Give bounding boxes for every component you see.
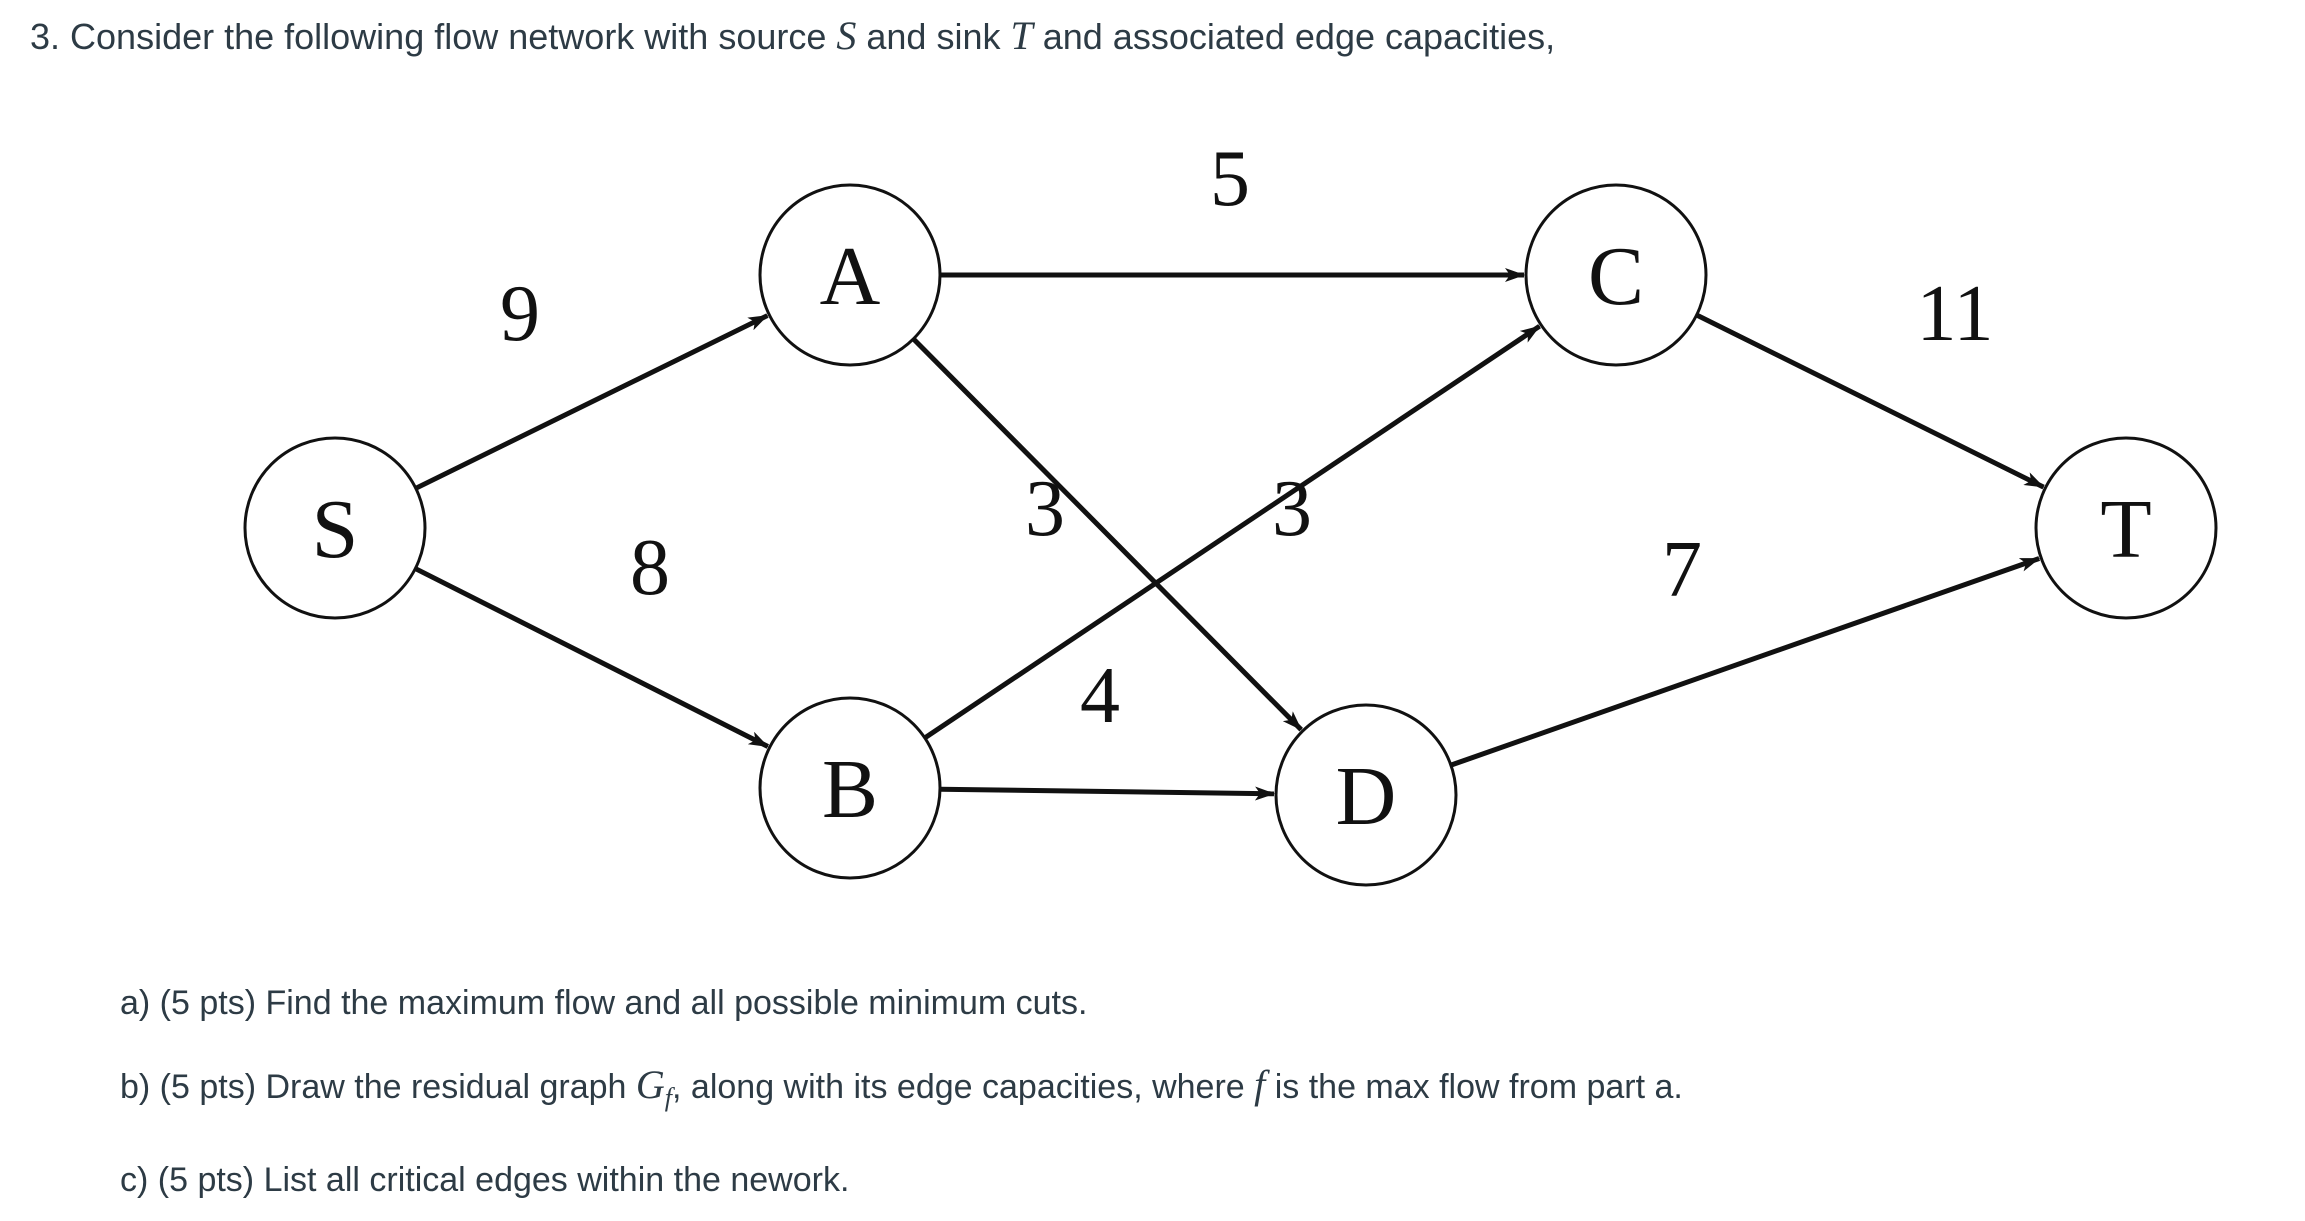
edge-C-T [1695,312,2045,490]
node-S: S [243,436,427,620]
edge-D-T [1450,556,2041,768]
edge-S-A [414,313,769,491]
node-label-B: B [822,743,878,836]
edge-B-D [939,786,1276,801]
node-D: D [1274,703,1458,887]
capacity-label-B-C: 3 [1272,465,1312,553]
part-b-mid: , along with its edge capacities, where [672,1068,1255,1106]
question-mid: and sink [856,16,1011,57]
node-label-T: T [2100,483,2151,576]
capacity-label-layer: 9 8 5 3 3 4 11 7 [500,135,1994,740]
residual-graph-subscript: f [664,1083,673,1112]
node-circle-S [243,436,427,620]
node-circle-B [758,696,942,880]
node-label-D: D [1336,750,1397,843]
part-a: a) (5 pts) Find the maximum flow and all… [120,984,1088,1022]
node-C: C [1524,183,1708,367]
source-symbol: S [836,13,857,58]
node-label-C: C [1588,230,1644,323]
edge-layer [414,268,2045,801]
capacity-label-A-C: 5 [1210,135,1250,223]
capacity-label-S-B: 8 [630,524,670,612]
node-circle-T [2034,436,2218,620]
capacity-label-C-T: 11 [1916,270,1993,358]
sink-symbol: T [1010,13,1033,58]
capacity-label-B-D: 4 [1080,652,1120,740]
node-circle-D [1274,703,1458,887]
part-b-prefix: b) (5 pts) Draw the residual graph [120,1068,636,1106]
part-b-suffix: is the max flow from part a. [1265,1068,1683,1106]
edge-A-D [911,337,1303,732]
capacity-label-D-T: 7 [1662,526,1702,614]
question-parts: a) (5 pts) Find the maximum flow and all… [120,962,1683,1221]
flow-network-diagram: S A B C D T 9 8 5 3 3 4 11 7 [243,135,2218,887]
node-circle-A [758,183,942,367]
part-b: b) (5 pts) Draw the residual graph Gf, a… [120,1044,1683,1139]
node-A: A [758,183,942,367]
flow-symbol: f [1254,1062,1266,1107]
part-c: c) (5 pts) List all critical edges withi… [120,1161,850,1199]
capacity-label-S-A: 9 [500,270,540,358]
capacity-label-A-D: 3 [1025,465,1065,553]
question-text: 3. Consider the following flow network w… [30,8,1555,65]
edge-S-B [414,566,769,749]
edge-B-C [923,324,1541,740]
residual-graph-symbol: G [635,1062,665,1107]
node-B: B [758,696,942,880]
node-T: T [2034,436,2218,620]
question-prefix: 3. Consider the following flow network w… [30,16,837,57]
node-circle-C [1524,183,1708,367]
node-label-S: S [312,483,359,576]
node-label-A: A [820,230,881,323]
node-layer: S A B C D T [243,183,2218,887]
question-suffix: and associated edge capacities, [1032,16,1556,57]
